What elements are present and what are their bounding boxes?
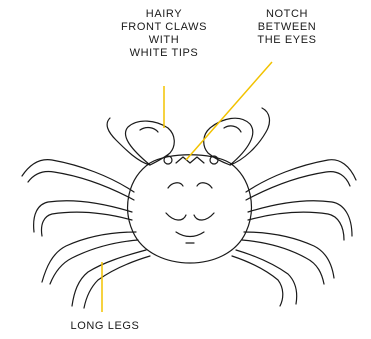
right-leg-4-back [232,256,283,306]
right-leg-2-back [248,212,344,240]
carapace-marking [166,213,186,220]
right-leg-1-back [246,172,350,200]
notch-annotation: NOTCH BETWEEN THE EYES [242,8,332,47]
right-claw-arm [230,108,269,165]
carapace-marking [197,183,212,188]
right-leg-3 [244,232,334,278]
right-leg-3-back [242,240,324,284]
carapace-marking [194,213,214,220]
left-leg-1 [22,160,134,192]
right-leg-1 [246,160,356,192]
carapace-marking [168,183,183,188]
left-leg-4 [72,250,146,306]
right-leg-4 [236,250,297,304]
right-claw-detail [224,126,241,132]
left-leg-1-back [28,171,134,200]
left-claw-detail [140,128,158,132]
legs-annotation: LONG LEGS [55,320,155,333]
carapace [128,155,252,263]
claws-annotation: HAIRY FRONT CLAWS WITH WHITE TIPS [118,8,210,60]
left-leg-3-back [50,240,138,284]
notch-leader-line [186,62,272,160]
eye-notch [176,157,204,163]
left-leg-4-back [84,256,150,308]
carapace-marking [176,232,204,237]
